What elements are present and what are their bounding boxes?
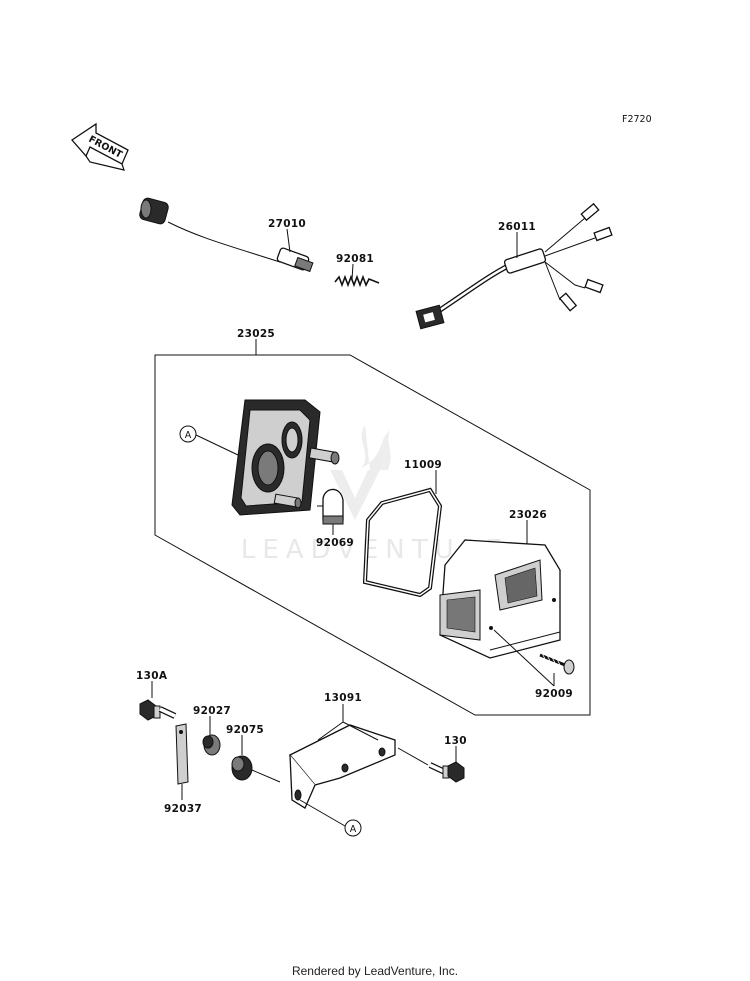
- label-92037: 92037: [164, 803, 202, 815]
- label-11009: 11009: [404, 459, 442, 471]
- spring-92081: [334, 274, 380, 288]
- ref-marker-a-upper: A: [179, 425, 197, 443]
- label-26011: 26011: [498, 221, 536, 233]
- assembly-outline-23025: [154, 354, 591, 716]
- label-92027: 92027: [193, 705, 231, 717]
- strap-92037: [175, 723, 189, 785]
- label-27010: 27010: [268, 218, 306, 230]
- lens-23026: [439, 539, 561, 659]
- footer-credit: Rendered by LeadVenture, Inc.: [291, 964, 459, 978]
- harness-26011: [415, 202, 613, 330]
- bracket-13091: [288, 724, 396, 809]
- screw-92009: [539, 652, 575, 675]
- label-92081: 92081: [336, 253, 374, 265]
- socket-lead-27010: [139, 197, 314, 273]
- label-23025: 23025: [237, 328, 275, 340]
- gasket-11009: [362, 487, 443, 598]
- label-92069: 92069: [316, 537, 354, 549]
- bulb-92069: [317, 488, 344, 525]
- lamp-base-plate: [231, 399, 340, 516]
- svg-text:A: A: [185, 430, 192, 441]
- label-130a: 130A: [136, 670, 168, 682]
- figure-code: F2720: [622, 114, 652, 125]
- label-92009: 92009: [535, 688, 573, 700]
- svg-text:A: A: [350, 824, 357, 835]
- front-arrow-icon: FRONT: [71, 122, 129, 171]
- label-23026: 23026: [509, 509, 547, 521]
- grommet-92075: [231, 755, 253, 781]
- label-130: 130: [444, 735, 467, 747]
- bolt-130a: [139, 699, 177, 721]
- label-13091: 13091: [324, 692, 362, 704]
- bolt-130: [428, 761, 465, 783]
- ref-marker-a-lower: A: [344, 819, 362, 837]
- collar-92027: [202, 734, 221, 756]
- label-92075: 92075: [226, 724, 264, 736]
